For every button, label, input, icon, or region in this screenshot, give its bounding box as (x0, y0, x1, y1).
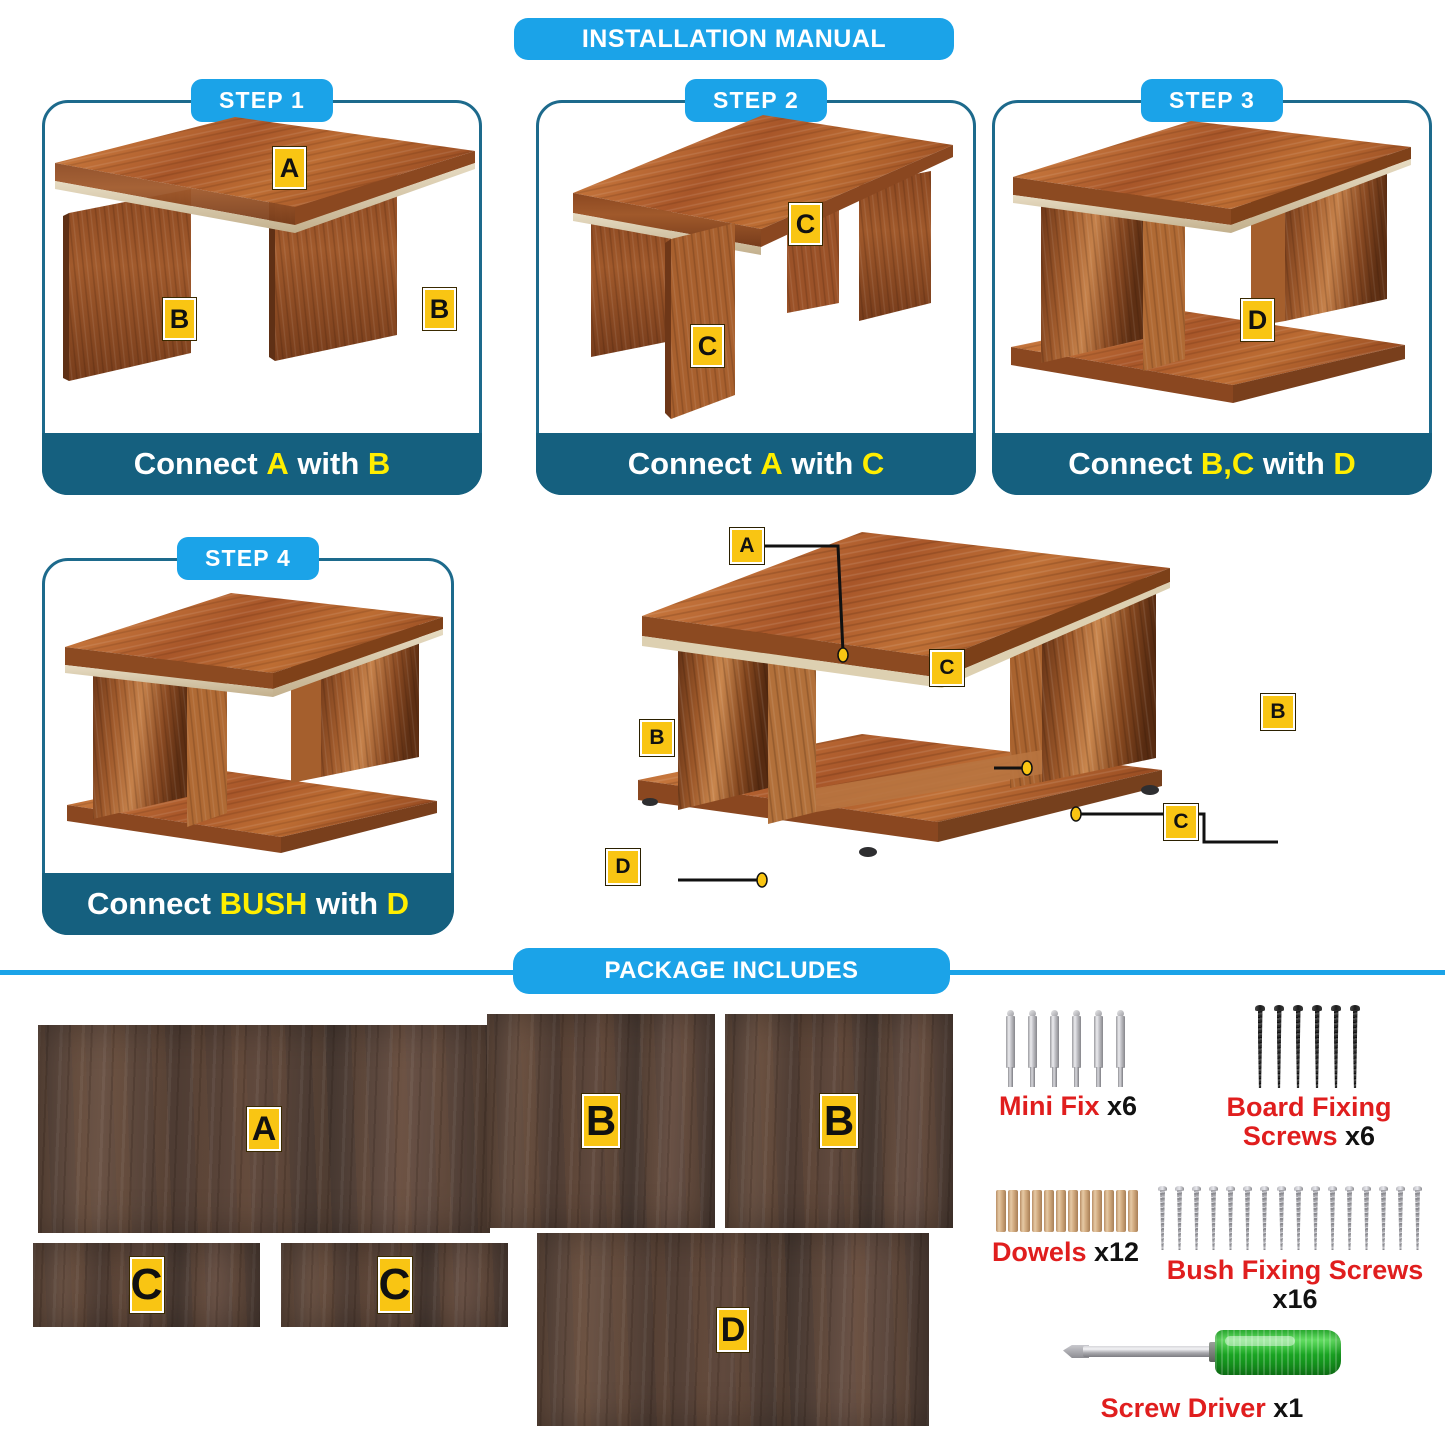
part-label-a: A (272, 146, 307, 190)
dowel-piece (1055, 1190, 1066, 1232)
step-badge-4: STEP 4 (176, 537, 320, 580)
step-caption-1: Connect A with B (42, 433, 482, 495)
panel-label-b-1: B (581, 1093, 621, 1149)
screwdriver-collar (1209, 1342, 1218, 1362)
screwdriver-blade (1083, 1346, 1213, 1357)
dowel-piece (995, 1190, 1006, 1232)
panel-label-c-1: C (128, 1256, 165, 1314)
step-card-4: STEP 4 (42, 537, 454, 935)
package-panel-b-2: B (725, 1014, 953, 1228)
dowel-piece (1127, 1190, 1138, 1232)
step-badge-2: STEP 2 (684, 79, 828, 122)
screwdriver-icon (1047, 1322, 1357, 1382)
step-caption-4: Connect BUSH with D (42, 873, 454, 935)
package-panel-d: D (537, 1233, 929, 1426)
step-2-illustration: C C (539, 103, 973, 430)
part-label-d: D (1240, 298, 1275, 342)
manual-title: INSTALLATION MANUAL (581, 24, 887, 53)
black-screw-icon (1249, 1005, 1369, 1093)
step-badge-1: STEP 1 (190, 79, 334, 122)
dowel-piece (1043, 1190, 1054, 1232)
step-caption-2: Connect A with C (536, 433, 976, 495)
package-panel-b-1: B (487, 1014, 715, 1228)
callout-a: A (729, 527, 765, 565)
step-card-2: STEP 2 (536, 79, 976, 495)
panel-label-a: A (246, 1106, 282, 1152)
dowel-piece (1007, 1190, 1018, 1232)
hardware-dowels: Dowels x12 (963, 1190, 1168, 1267)
screwdriver-label: Screw Driver x1 (1100, 1393, 1304, 1423)
part-label-b-left: B (162, 297, 197, 341)
panel-label-d: D (716, 1306, 750, 1353)
panel-label-c-2: C (376, 1256, 413, 1314)
package-panel-c-1: C (33, 1243, 260, 1327)
part-label-c-right: C (788, 202, 823, 246)
dowel-icon (992, 1190, 1140, 1238)
silver-screw-icon (1154, 1186, 1436, 1256)
caption-text-4: Connect BUSH with D (86, 886, 410, 921)
annotated-assembly-diagram: A C B B C D (590, 512, 1442, 922)
dowel-piece (1115, 1190, 1126, 1232)
step-card-3: STEP 3 (992, 79, 1432, 495)
installation-manual-banner: INSTALLATION MANUAL (514, 18, 954, 60)
screwdriver-tip (1063, 1345, 1089, 1358)
dowel-piece (1103, 1190, 1114, 1232)
package-panel-a: A (38, 1025, 490, 1233)
dowel-piece (1067, 1190, 1078, 1232)
step-badge-3: STEP 3 (1140, 79, 1284, 122)
package-banner-label: PACKAGE INCLUDES (604, 957, 859, 984)
step1-svg (55, 117, 475, 381)
bush-screws-label: Bush Fixing Screws x16 (1166, 1255, 1424, 1314)
dowel-piece (1031, 1190, 1042, 1232)
caption-text-2: Connect A with C (627, 446, 885, 481)
caption-text-3: Connect B,C with D (1068, 446, 1356, 481)
hardware-screwdriver: Screw Driver x1 (963, 1322, 1441, 1423)
callout-c-bottom: C (1163, 803, 1199, 841)
step4-svg (65, 593, 443, 853)
step-3-illustration: D (995, 103, 1429, 430)
callout-d: D (605, 848, 641, 886)
hardware-mini-fix: Mini Fix x6 (963, 1010, 1173, 1121)
callout-c-center: C (929, 649, 965, 687)
hardware-bush-screws: Bush Fixing Screws x16 (1150, 1186, 1440, 1314)
mini-fix-label: Mini Fix x6 (998, 1091, 1138, 1121)
step2-svg (573, 115, 953, 419)
callout-b-left: B (639, 719, 675, 757)
hardware-board-screws: Board Fixing Screws x6 (1186, 1005, 1432, 1151)
package-includes-banner: PACKAGE INCLUDES (513, 948, 950, 994)
panel-label-b-2: B (819, 1093, 859, 1149)
exploded-svg (638, 532, 1170, 857)
step3-svg (1011, 121, 1411, 403)
step-card-1: STEP 1 (42, 79, 482, 495)
part-label-b-right: B (422, 287, 457, 331)
board-screws-label: Board Fixing Screws x6 (1226, 1092, 1392, 1151)
screwdriver-handle (1215, 1330, 1341, 1375)
minifix-icon (998, 1010, 1138, 1092)
dowels-label: Dowels x12 (991, 1237, 1140, 1267)
screwdriver-gloss (1225, 1336, 1295, 1346)
callout-b-right: B (1260, 693, 1296, 731)
dowel-piece (1079, 1190, 1090, 1232)
caption-text-1: Connect A with B (133, 446, 391, 481)
step-4-illustration (45, 561, 451, 870)
part-label-c-front: C (690, 324, 725, 368)
step-1-illustration: A B B (45, 103, 479, 430)
dowel-piece (1091, 1190, 1102, 1232)
package-panel-c-2: C (281, 1243, 508, 1327)
step-caption-3: Connect B,C with D (992, 433, 1432, 495)
dowel-piece (1019, 1190, 1030, 1232)
